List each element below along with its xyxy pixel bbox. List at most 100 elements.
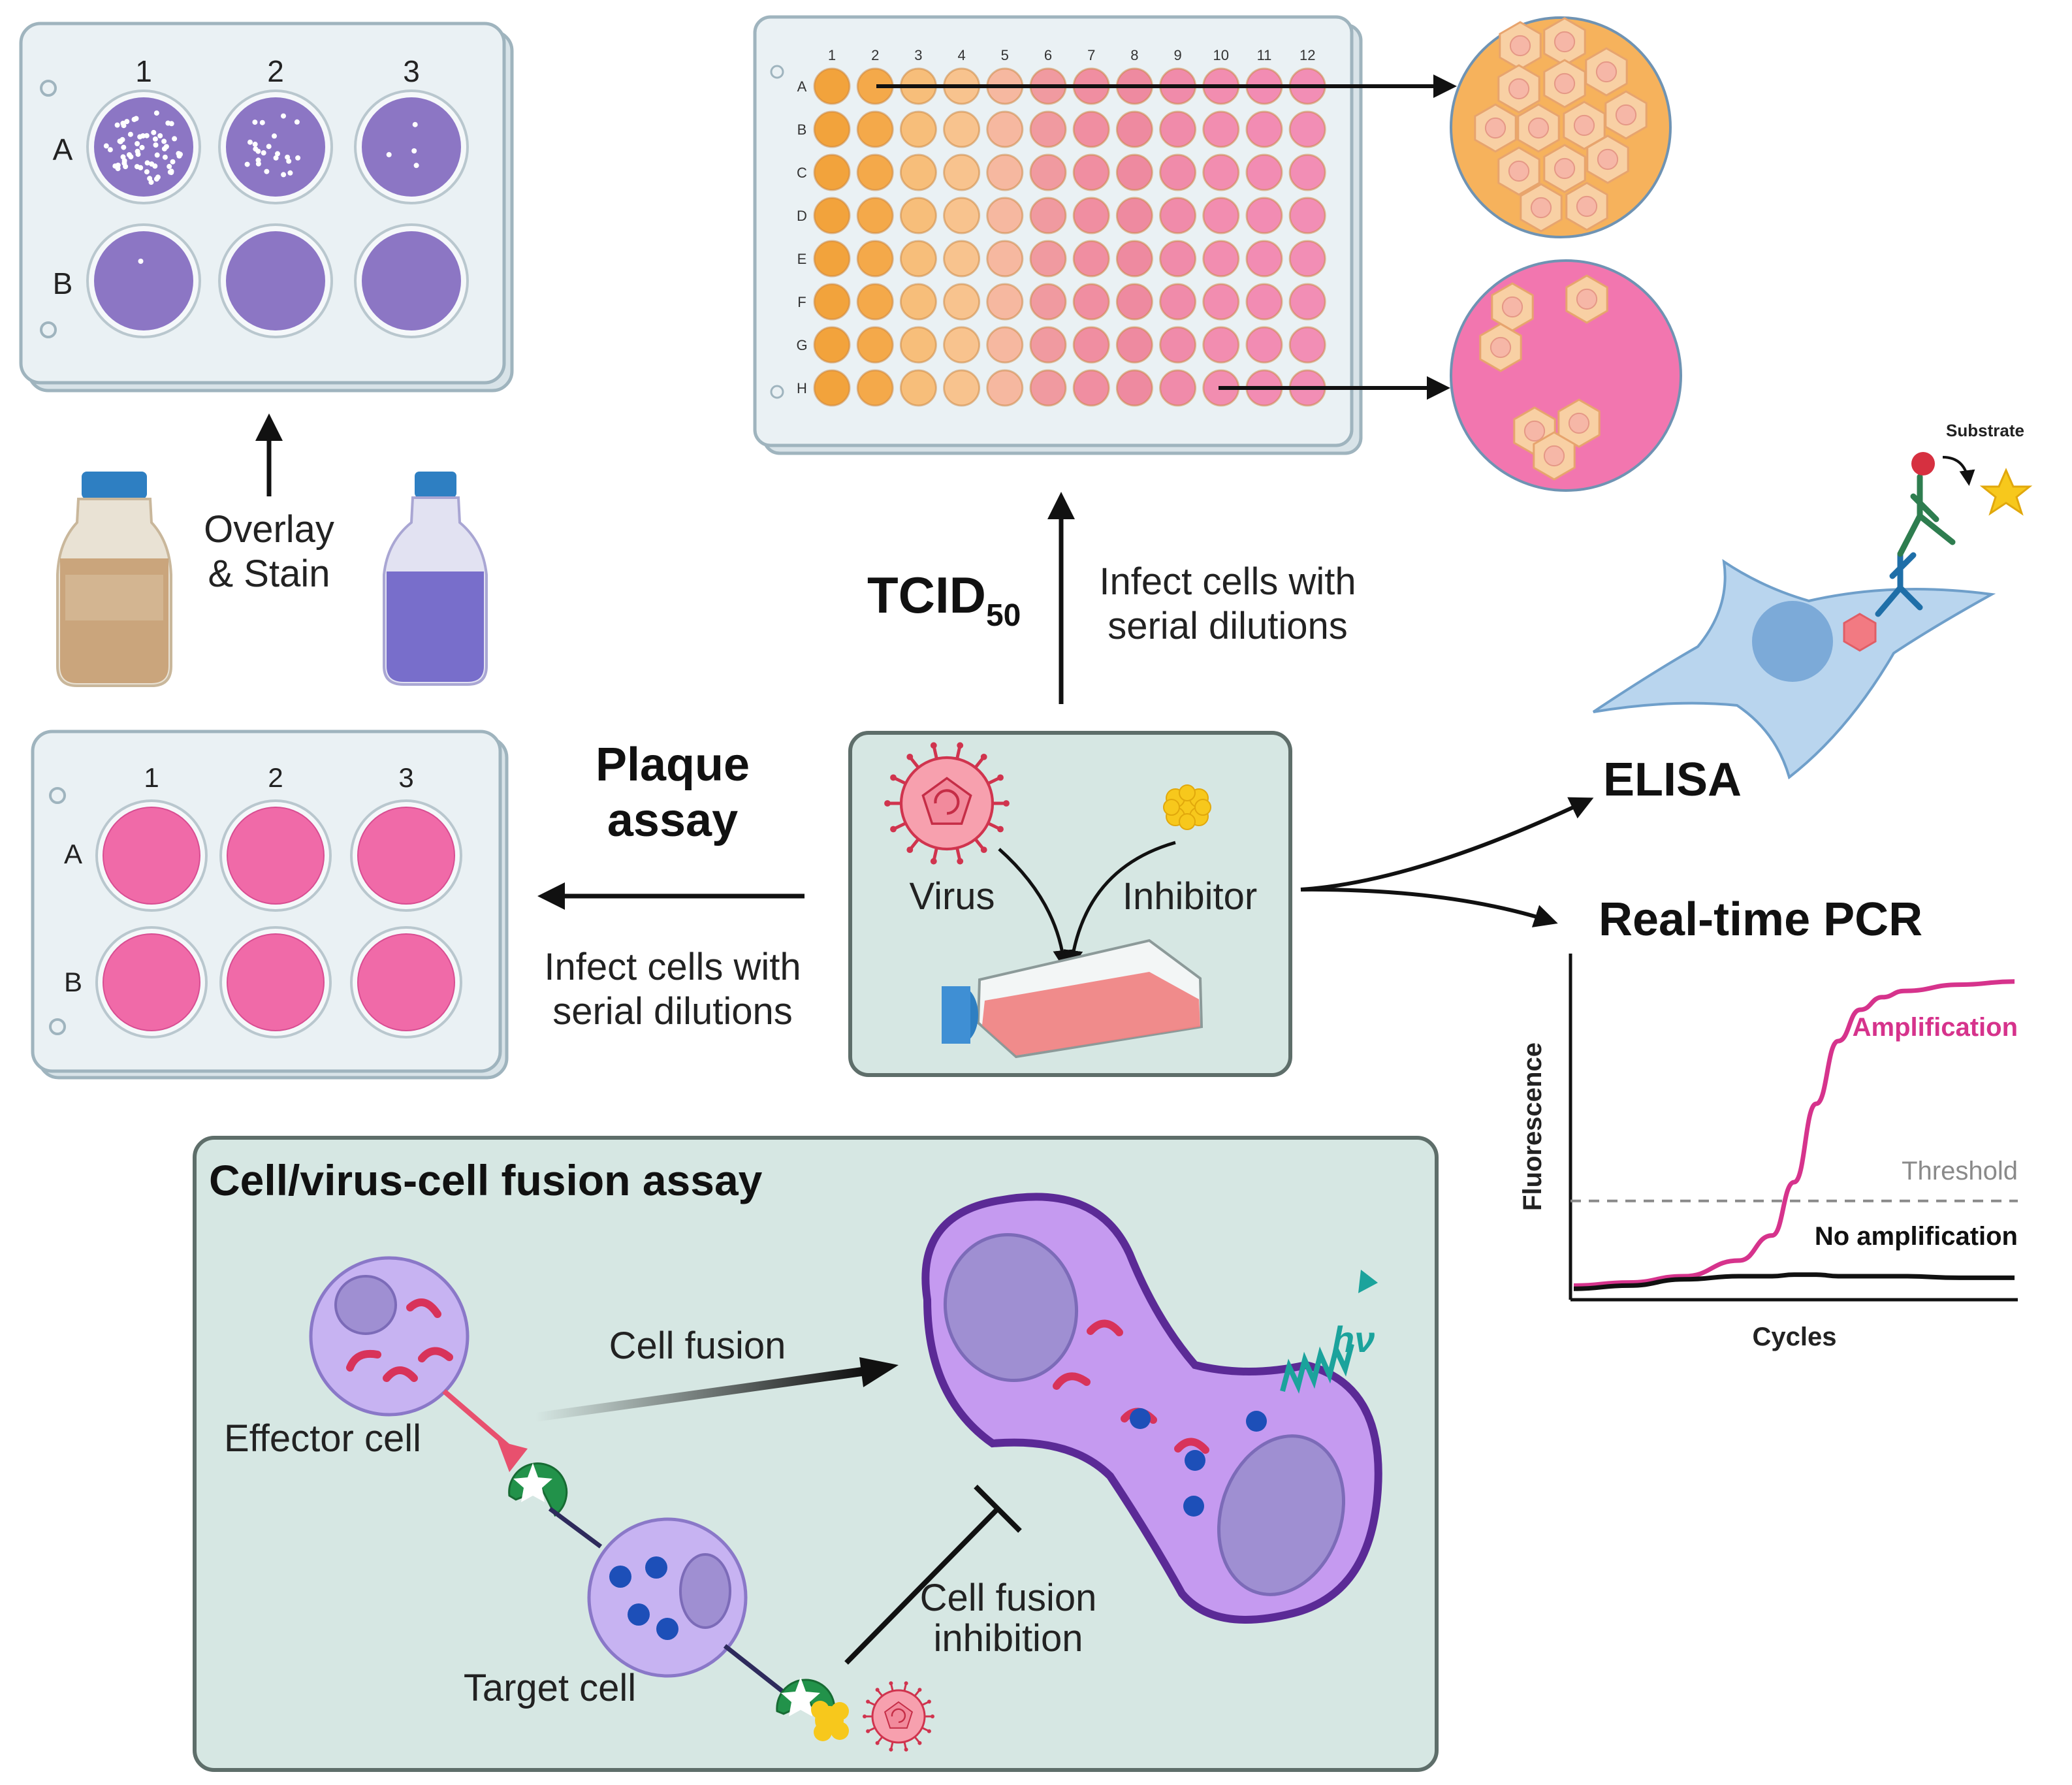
plaque-plate-infected: 1 2 3 A B xyxy=(31,730,509,1080)
overlay-label: Overlay xyxy=(204,508,334,551)
tcid-col-label: 2 xyxy=(871,47,879,63)
fusion-title: Cell/virus-cell fusion assay xyxy=(209,1156,763,1204)
tcid-col-label: 3 xyxy=(914,47,922,63)
pcr-y-label: Fluorescence xyxy=(1518,1042,1547,1211)
cell-hexagon xyxy=(1543,59,1586,108)
stain-bottle xyxy=(383,472,488,686)
tcid-well xyxy=(1245,240,1283,278)
tcid-well xyxy=(1202,240,1240,278)
tcid-well xyxy=(1245,283,1283,321)
tcid-well xyxy=(1029,326,1067,364)
tcid-step-1: Infect cells with xyxy=(1099,560,1356,603)
tcid-well xyxy=(986,326,1024,364)
plaque-assay-title-2: assay xyxy=(607,794,738,846)
tcid-well xyxy=(1072,197,1110,234)
tcid-well xyxy=(1159,369,1197,407)
tcid-col-label: 4 xyxy=(957,47,965,63)
tcid-well xyxy=(1245,326,1283,364)
tcid-well xyxy=(1115,240,1153,278)
tcid-well xyxy=(986,369,1024,407)
light-emission-icon xyxy=(1280,1342,1354,1394)
inhibitor-icon xyxy=(1163,784,1211,830)
tcid-well xyxy=(813,283,851,321)
elisa-label: ELISA xyxy=(1603,754,1742,806)
tcid-col-label: 9 xyxy=(1173,47,1181,63)
stained-well xyxy=(218,89,333,204)
tcid-well xyxy=(1072,369,1110,407)
tcid-well xyxy=(986,283,1024,321)
tcid-col-label: 10 xyxy=(1213,47,1229,63)
tcid-well xyxy=(1159,240,1197,278)
plaque-step-2: serial dilutions xyxy=(552,990,793,1033)
pcr-series-amplification xyxy=(1573,979,2015,1288)
tcid-well xyxy=(1072,283,1110,321)
tcid50-subscript: 50 xyxy=(986,598,1021,633)
tcid-row-label: D xyxy=(797,208,807,224)
blocked-receptor-icon xyxy=(776,1677,849,1741)
plate-top-col-3: 3 xyxy=(403,54,420,88)
pcr-threshold-label: Threshold xyxy=(1902,1157,2018,1185)
tcid-well xyxy=(1288,153,1326,191)
tcid-well xyxy=(1029,240,1067,278)
tcid-well xyxy=(1202,110,1240,148)
cell-hexagon xyxy=(1563,101,1606,150)
tcid-well xyxy=(1288,110,1326,148)
tcid-well xyxy=(1029,153,1067,191)
overlay-bottle xyxy=(56,472,172,687)
tcid-well xyxy=(943,197,981,234)
receptor-icon xyxy=(508,1462,568,1517)
infected-well xyxy=(219,799,332,912)
elisa-arrow xyxy=(1300,797,1594,892)
tcid50-title-main: TCID xyxy=(867,566,986,624)
plate-bottom-row-a: A xyxy=(64,839,82,869)
tcid-row-label: B xyxy=(797,121,807,138)
cell-hexagon xyxy=(1499,21,1542,71)
cell-hexagon xyxy=(1520,183,1563,233)
tcid-well xyxy=(856,369,894,407)
tcid-well xyxy=(813,153,851,191)
tcid-well xyxy=(813,369,851,407)
cell-hexagon xyxy=(1604,90,1648,140)
pcr-no-amplification-label: No amplification xyxy=(1815,1222,2018,1251)
tcid-well xyxy=(943,369,981,407)
pcr-amplification-label: Amplification xyxy=(1853,1013,2018,1042)
pcr-title: Real-time PCR xyxy=(1599,893,1922,946)
tcid-well xyxy=(899,110,937,148)
cell-hexagon xyxy=(1565,274,1608,324)
tcid-col-label: 7 xyxy=(1087,47,1095,63)
plate-bottom-col-1: 1 xyxy=(144,762,159,793)
infected-well xyxy=(219,926,332,1038)
cell-hexagon xyxy=(1474,103,1517,153)
tcid-well xyxy=(1115,283,1153,321)
virus-small-icon xyxy=(863,1681,934,1752)
tcid-well xyxy=(899,326,937,364)
stained-well xyxy=(86,223,201,338)
overlay-stain-arrow: Overlay & Stain xyxy=(204,413,334,712)
tcid-col-label: 1 xyxy=(828,47,836,63)
elisa-cell-illustration: Substrate xyxy=(1592,421,2033,780)
target-cell xyxy=(587,1517,788,1696)
tcid-row-label: A xyxy=(797,78,807,95)
cell-hexagon xyxy=(1491,282,1534,332)
tcid-well xyxy=(1288,326,1326,364)
tcid-well xyxy=(1245,153,1283,191)
stained-well xyxy=(354,223,469,338)
tcid-well xyxy=(1072,153,1110,191)
culture-flask-icon xyxy=(942,939,1203,1059)
target-label: Target cell xyxy=(464,1667,636,1709)
cell-hexagon xyxy=(1557,398,1601,448)
tcid-well xyxy=(1115,197,1153,234)
cell-hexagon xyxy=(1517,103,1560,153)
tcid-well xyxy=(1245,197,1283,234)
tcid-row-label: C xyxy=(797,165,807,181)
tcid-well xyxy=(1072,110,1110,148)
fusion-assay-box: Cell/virus-cell fusion assay Effector ce… xyxy=(193,1136,1439,1772)
cpe-cells-zoom xyxy=(1450,259,1682,492)
virus-icon xyxy=(884,742,1010,865)
tcid-well xyxy=(899,197,937,234)
tcid-well xyxy=(1202,153,1240,191)
stained-well xyxy=(86,89,201,204)
plate-top-row-a: A xyxy=(53,133,73,167)
cell-hexagon xyxy=(1565,182,1608,231)
